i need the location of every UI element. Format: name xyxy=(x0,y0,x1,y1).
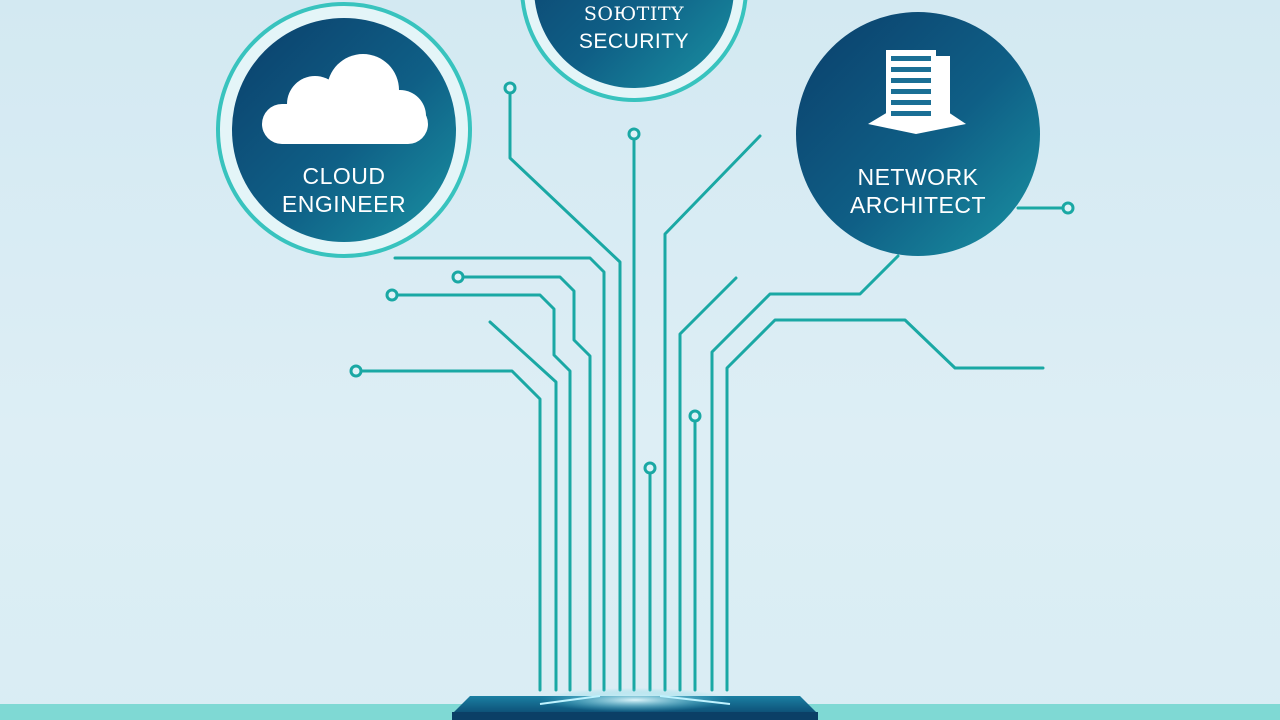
chip-base xyxy=(452,688,818,720)
trace-top-left xyxy=(508,86,622,692)
trace-node-dot xyxy=(451,270,465,284)
trace-node-dot xyxy=(349,364,363,378)
node-network-architect xyxy=(796,12,1040,256)
server-tower-icon xyxy=(868,50,966,134)
trace-far-right xyxy=(725,318,1045,692)
trace-diagonal-left xyxy=(488,320,558,692)
cloud-icon xyxy=(262,54,428,144)
trace-far-left xyxy=(354,369,542,692)
network-label-line1: NETWORK xyxy=(857,164,979,190)
security-label-line2: SECURITY xyxy=(578,30,690,53)
cloud-label-line2: ENGINEER xyxy=(281,191,407,217)
network-architect-label: NETWORK ARCHITECT xyxy=(818,163,1018,219)
trace-node-dot xyxy=(643,461,657,475)
security-label-line1: SOЮTITY xyxy=(583,3,685,25)
trace-node-dot xyxy=(385,288,399,302)
trace-node-dot xyxy=(627,127,641,141)
trace-node-dot xyxy=(688,409,702,423)
cloud-engineer-label: CLOUD ENGINEER xyxy=(244,162,444,218)
trace-node-dot xyxy=(503,81,517,95)
trace-mid-left-b xyxy=(390,293,572,692)
trace-right-center xyxy=(663,134,762,692)
trace-network-branch xyxy=(710,254,900,692)
trace-right-a xyxy=(678,276,738,692)
trace-cloud-branch xyxy=(393,256,606,692)
trace-mid-left-a xyxy=(456,275,592,692)
network-label-line2: ARCHITECT xyxy=(849,192,987,218)
node-cloud-engineer xyxy=(216,2,472,258)
node-security xyxy=(520,0,748,102)
trace-node-dot xyxy=(1061,201,1075,215)
security-label: SOЮTITY SECURITY xyxy=(534,0,734,56)
cloud-label-line1: CLOUD xyxy=(302,163,386,189)
